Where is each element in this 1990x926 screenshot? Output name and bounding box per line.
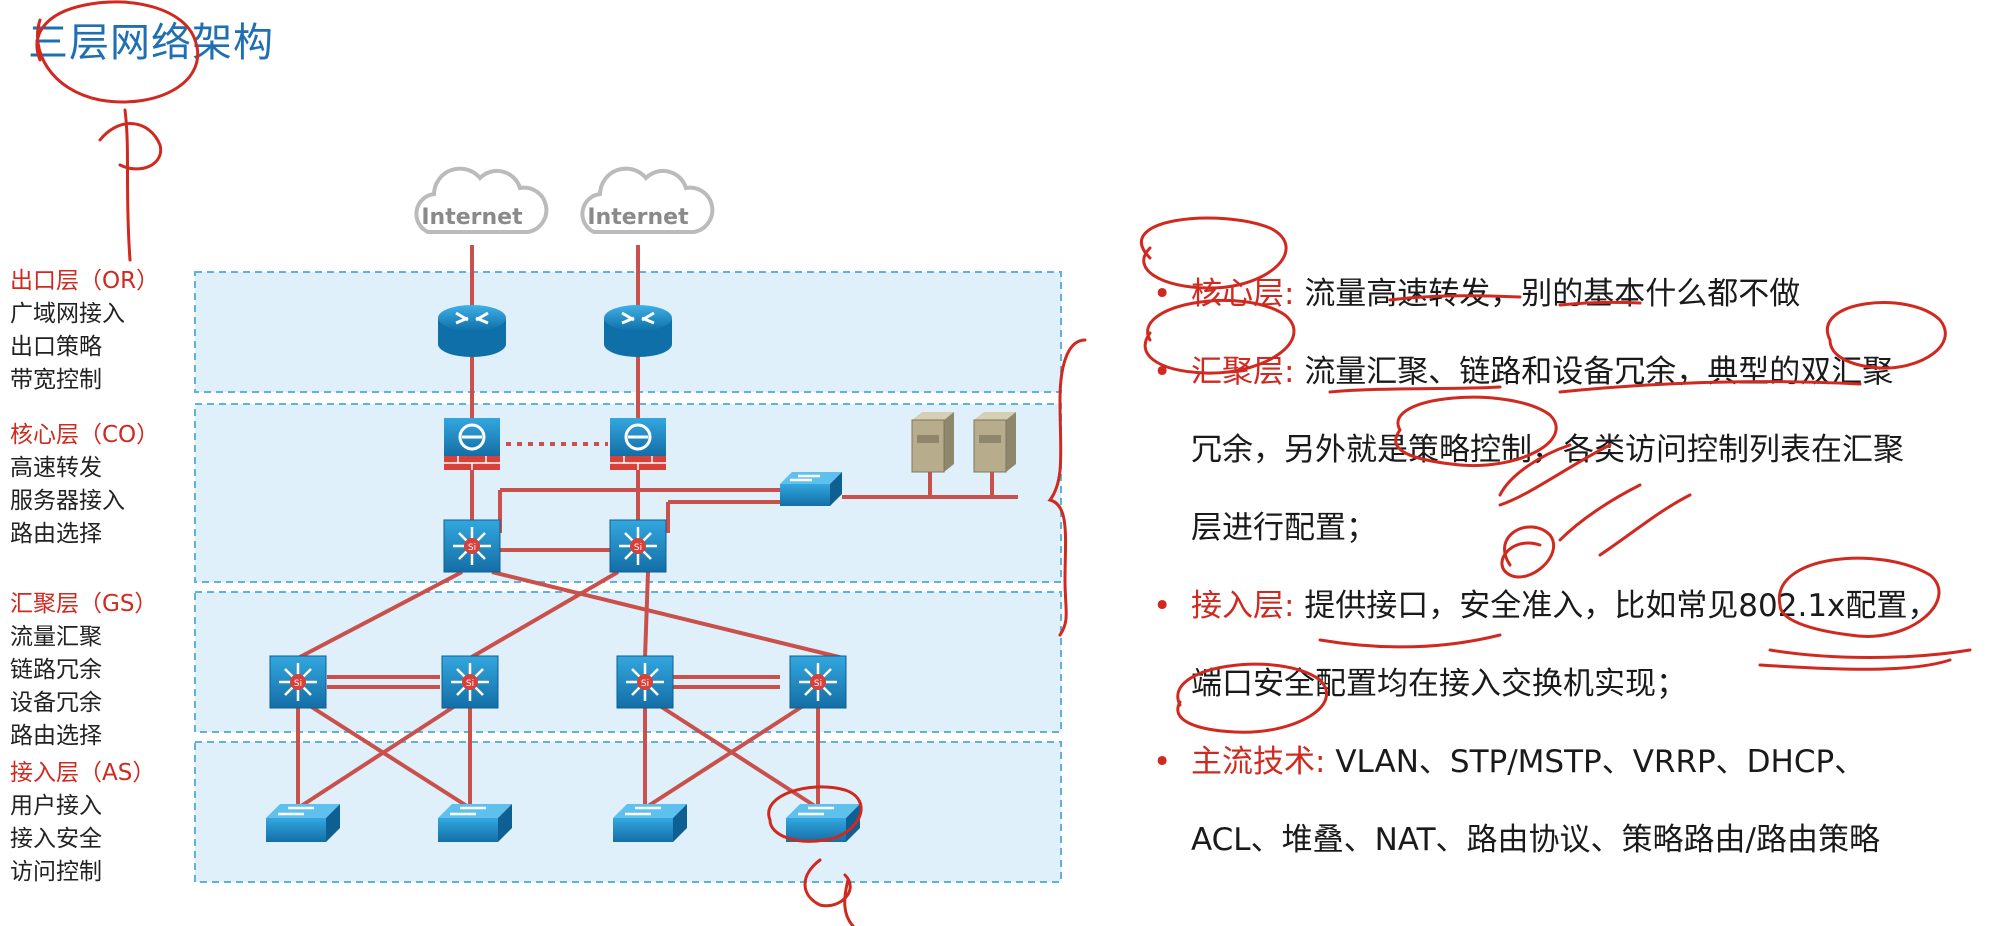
bullet-text: 冗余，另外就是策略控制，各类访问控制列表在汇聚: [1191, 432, 1904, 468]
bullet-term: 主流技术: [1191, 744, 1315, 780]
access-switch-icon: [786, 804, 860, 842]
cloud-label: Internet: [421, 205, 523, 230]
layer-item: 用户接入: [10, 793, 102, 819]
bullet-access: • 接入层: 提供接口，安全准入，比如常见802.1x配置，: [1145, 567, 1985, 645]
internet-cloud-1: Internet: [414, 166, 549, 234]
bullet-term: 接入层: [1191, 588, 1284, 624]
bullet-dot-icon: •: [1153, 744, 1172, 780]
layer-label-gs: 汇聚层（GS） 流量汇聚 链路冗余 设备冗余 路由选择: [10, 588, 157, 753]
layer-item: 链路冗余: [10, 657, 102, 683]
layer-item: 带宽控制: [10, 367, 102, 393]
bullet-sep: :: [1315, 744, 1336, 780]
layer-item: 流量汇聚: [10, 624, 102, 650]
aggregation-switch-icon: Si: [269, 655, 327, 709]
bullet-list: • 核心层: 流量高速转发，别的基本什么都不做 • 汇聚层: 流量汇聚、链路和设…: [1145, 255, 1985, 879]
layer-item: 接入安全: [10, 826, 102, 852]
layer-heading: 核心层（CO）: [10, 422, 160, 448]
server-icon: [973, 412, 1016, 473]
bullet-aggregation: • 汇聚层: 流量汇聚、链路和设备冗余，典型的双汇聚: [1145, 333, 1985, 411]
access-switch-icon: [438, 804, 512, 842]
bullet-term: 核心层: [1191, 276, 1284, 312]
bullet-text: 流量汇聚、链路和设备冗余，典型的双汇聚: [1304, 354, 1894, 390]
switch-symbol: Si: [641, 679, 649, 689]
router-icon: [604, 305, 672, 357]
layer-heading: 出口层（OR）: [10, 268, 160, 294]
bullet-text: VLAN、STP/MSTP、VRRP、DHCP、: [1335, 744, 1866, 780]
layer-heading: 接入层（AS）: [10, 760, 156, 786]
firewall-icon: [610, 418, 666, 470]
layer-item: 访问控制: [10, 859, 102, 885]
links: [296, 245, 1018, 810]
bullet-text: 层进行配置；: [1191, 510, 1377, 546]
layer-item: 路由选择: [10, 521, 102, 547]
aggregation-switch-icon: Si: [616, 655, 674, 709]
bullet-text: 流量高速转发，别的基本什么都不做: [1304, 276, 1801, 312]
access-switch-icon: [266, 804, 340, 842]
core-switch-icon: Si: [609, 519, 667, 573]
bullet-text: ACL、堆叠、NAT、路由协议、策略路由/路由策略: [1191, 822, 1880, 858]
access-switch-icon: [613, 804, 687, 842]
aggregation-switch-icon: Si: [441, 655, 499, 709]
bullet-text: 提供接口，安全准入，比如常见802.1x配置，: [1304, 588, 1939, 624]
bullet-sep: :: [1284, 588, 1305, 624]
switch-symbol: Si: [294, 679, 302, 689]
aggregation-switch-icon: Si: [789, 655, 847, 709]
layer-item: 设备冗余: [10, 690, 102, 716]
firewall-icon: [444, 418, 500, 470]
switch-symbol: Si: [466, 679, 474, 689]
core-switch-icon: Si: [443, 519, 501, 573]
bullet-dot-icon: •: [1153, 276, 1172, 312]
layer-item: 广域网接入: [10, 301, 125, 327]
switch-symbol: Si: [468, 543, 476, 553]
bullet-core: • 核心层: 流量高速转发，别的基本什么都不做: [1145, 255, 1985, 333]
bullet-term: 汇聚层: [1191, 354, 1284, 390]
layer-label-or: 出口层（OR） 广域网接入 出口策略 带宽控制: [10, 265, 159, 397]
server-icon: [911, 412, 954, 473]
access-switch-icon: [780, 472, 842, 506]
layer-item: 出口策略: [10, 334, 102, 360]
bullet-dot-icon: •: [1153, 354, 1172, 390]
bullet-tech: • 主流技术: VLAN、STP/MSTP、VRRP、DHCP、: [1145, 723, 1985, 801]
router-icon: [438, 305, 506, 357]
bullet-sep: :: [1284, 276, 1305, 312]
bullet-sep: :: [1284, 354, 1305, 390]
layer-label-as: 接入层（AS） 用户接入 接入安全 访问控制: [10, 757, 155, 889]
layer-item: 服务器接入: [10, 488, 125, 514]
bullet-text: 端口安全配置均在接入交换机实现；: [1191, 666, 1687, 702]
layer-item: 高速转发: [10, 455, 102, 481]
layer-label-co: 核心层（CO） 高速转发 服务器接入 路由选择: [10, 419, 159, 551]
switch-symbol: Si: [814, 679, 822, 689]
layer-heading: 汇聚层（GS）: [10, 591, 158, 617]
bullet-dot-icon: •: [1153, 588, 1172, 624]
layer-item: 路由选择: [10, 723, 102, 749]
switch-symbol: Si: [634, 543, 642, 553]
cloud-label: Internet: [587, 205, 689, 230]
internet-cloud-2: Internet: [580, 166, 715, 234]
